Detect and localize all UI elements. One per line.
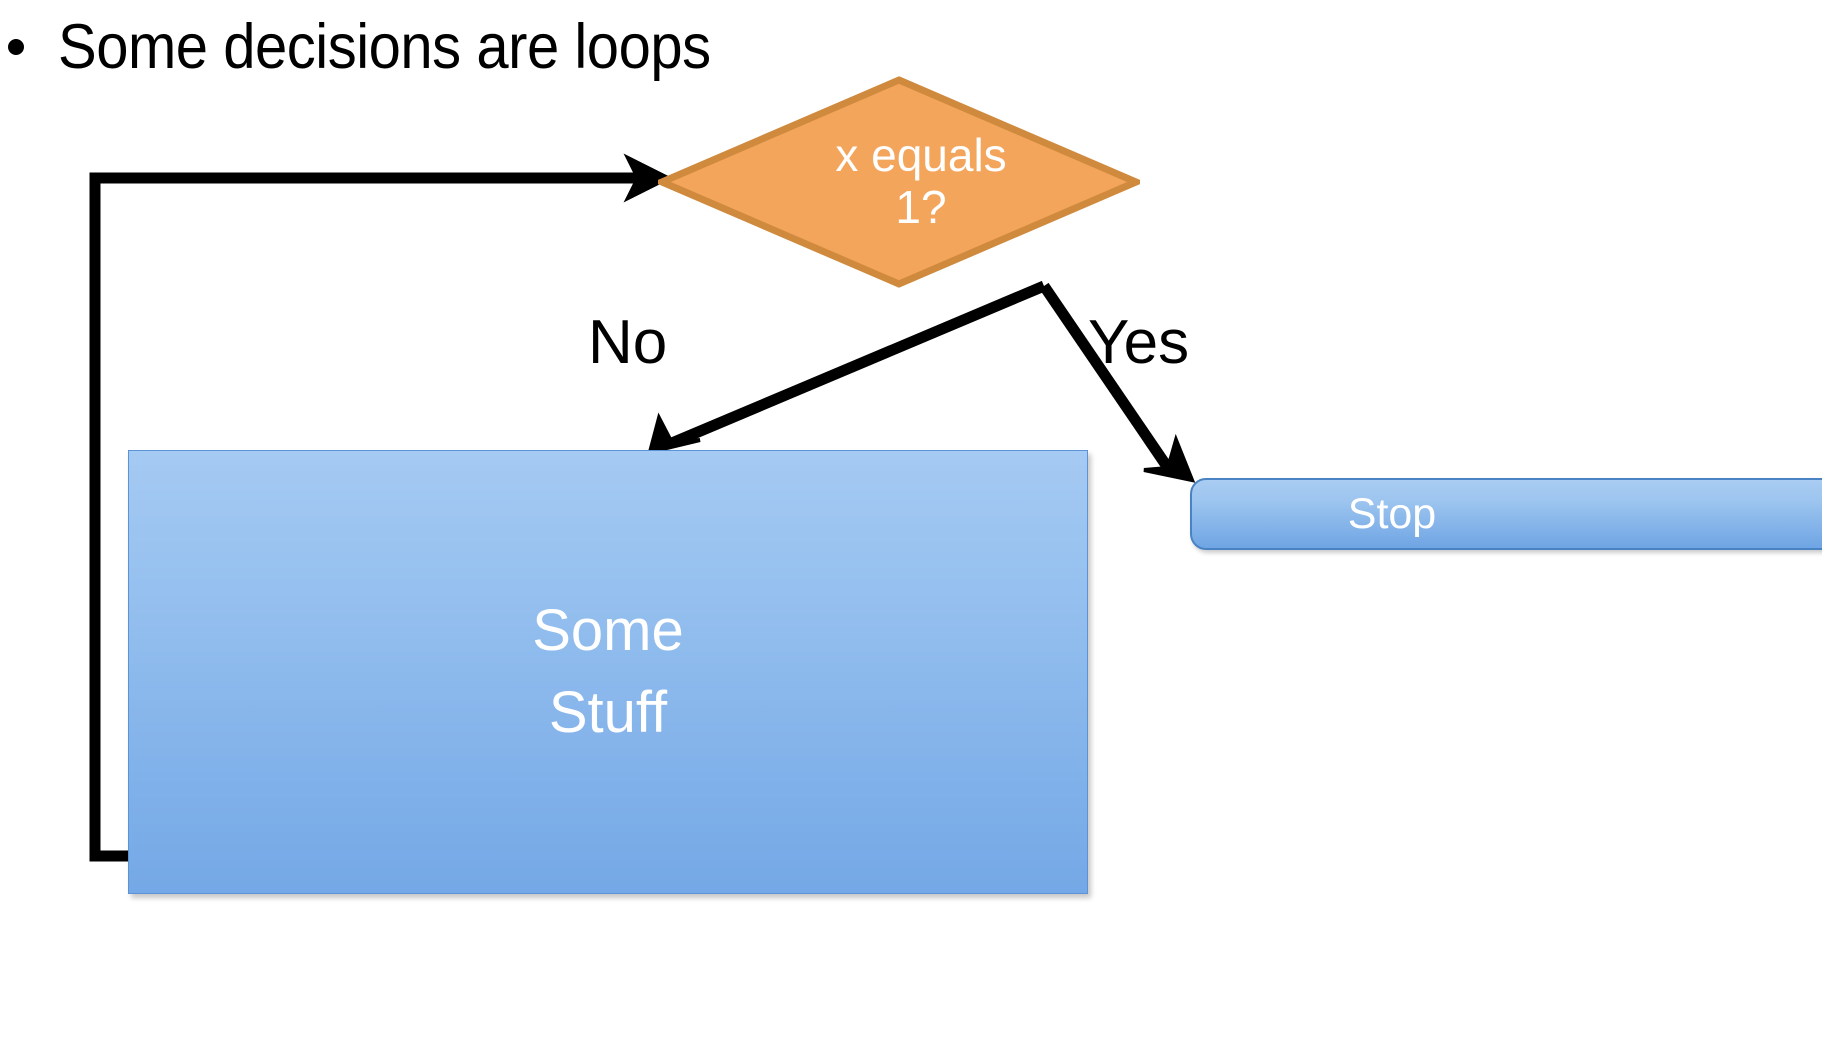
edge-loop-back	[89, 153, 673, 862]
edge-decision-no	[647, 280, 1047, 455]
decision-node[interactable]: x equals 1?	[653, 76, 1145, 288]
bullet-line: Some decisions are loops	[0, 2, 1100, 92]
stop-label: Stop	[1347, 489, 1437, 538]
stop-node[interactable]: Stop	[1190, 478, 1822, 550]
process-label: Some Stuff	[532, 590, 684, 755]
process-node[interactable]: Some Stuff	[128, 450, 1088, 894]
bullet-dot-icon	[8, 39, 24, 55]
bullet-text: Some decisions are loops	[58, 11, 711, 82]
process-label-line1: Some	[532, 597, 684, 663]
process-label-line2: Stuff	[548, 680, 668, 745]
edge-decision-yes	[1039, 282, 1196, 483]
edge-label-no: No	[588, 308, 668, 377]
diamond-shape	[653, 76, 1145, 288]
edge-label-yes: Yes	[1088, 308, 1190, 377]
